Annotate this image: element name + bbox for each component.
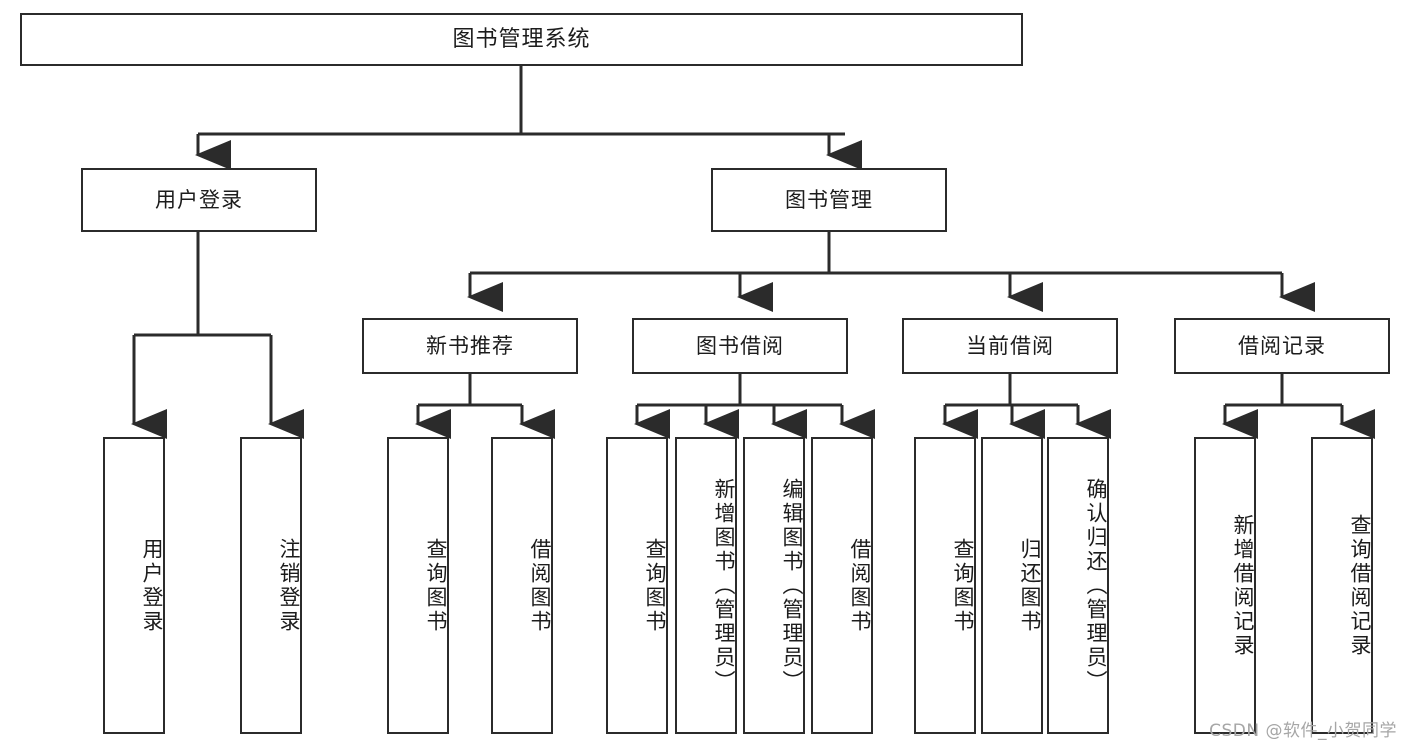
node-leaf-search-book-borrow[interactable]: 查询图书: [606, 437, 668, 734]
node-label: 新书推荐: [426, 333, 514, 358]
node-label: 用户登录: [155, 187, 243, 212]
node-leaf-search-book-new[interactable]: 查询图书: [387, 437, 449, 734]
node-leaf-user-login[interactable]: 用户登录: [103, 437, 165, 734]
node-label: 新增图书（管理员）: [712, 477, 736, 694]
node-label: 图书借阅: [696, 333, 784, 358]
node-leaf-confirm-return-admin[interactable]: 确认归还（管理员）: [1047, 437, 1109, 734]
node-root-library-management-system[interactable]: 图书管理系统: [20, 13, 1023, 66]
node-label: 借阅图书: [528, 537, 552, 634]
node-label: 注销登录: [277, 537, 301, 634]
node-leaf-add-book-admin[interactable]: 新增图书（管理员）: [675, 437, 737, 734]
node-book-borrowing[interactable]: 图书借阅: [632, 318, 848, 374]
node-book-management[interactable]: 图书管理: [711, 168, 947, 232]
node-label: 编辑图书（管理员）: [780, 477, 804, 694]
watermark: CSDN @软件_小贺同学: [1209, 721, 1397, 741]
node-current-borrowing[interactable]: 当前借阅: [902, 318, 1118, 374]
node-label: 用户登录: [140, 537, 164, 634]
node-label: 图书管理系统: [452, 26, 591, 52]
node-label: 图书管理: [785, 187, 873, 212]
node-leaf-borrow-book-new[interactable]: 借阅图书: [491, 437, 553, 734]
node-label: 新增借阅记录: [1231, 513, 1255, 658]
node-leaf-borrow-book[interactable]: 借阅图书: [811, 437, 873, 734]
node-leaf-search-borrow-record[interactable]: 查询借阅记录: [1311, 437, 1373, 734]
node-label: 查询借阅记录: [1348, 513, 1372, 658]
node-label: 查询图书: [424, 537, 448, 634]
node-label: 当前借阅: [966, 333, 1054, 358]
node-borrowing-records[interactable]: 借阅记录: [1174, 318, 1390, 374]
node-new-book-recommendation[interactable]: 新书推荐: [362, 318, 578, 374]
node-label: 确认归还（管理员）: [1084, 477, 1108, 694]
node-leaf-edit-book-admin[interactable]: 编辑图书（管理员）: [743, 437, 805, 734]
node-user-login[interactable]: 用户登录: [81, 168, 317, 232]
node-label: 查询图书: [951, 537, 975, 634]
node-label: 借阅记录: [1238, 333, 1326, 358]
node-label: 查询图书: [643, 537, 667, 634]
node-leaf-add-borrow-record[interactable]: 新增借阅记录: [1194, 437, 1256, 734]
node-leaf-return-book[interactable]: 归还图书: [981, 437, 1043, 734]
node-leaf-logout[interactable]: 注销登录: [240, 437, 302, 734]
node-leaf-search-book-current[interactable]: 查询图书: [914, 437, 976, 734]
node-label: 归还图书: [1018, 537, 1042, 634]
node-label: 借阅图书: [848, 537, 872, 634]
